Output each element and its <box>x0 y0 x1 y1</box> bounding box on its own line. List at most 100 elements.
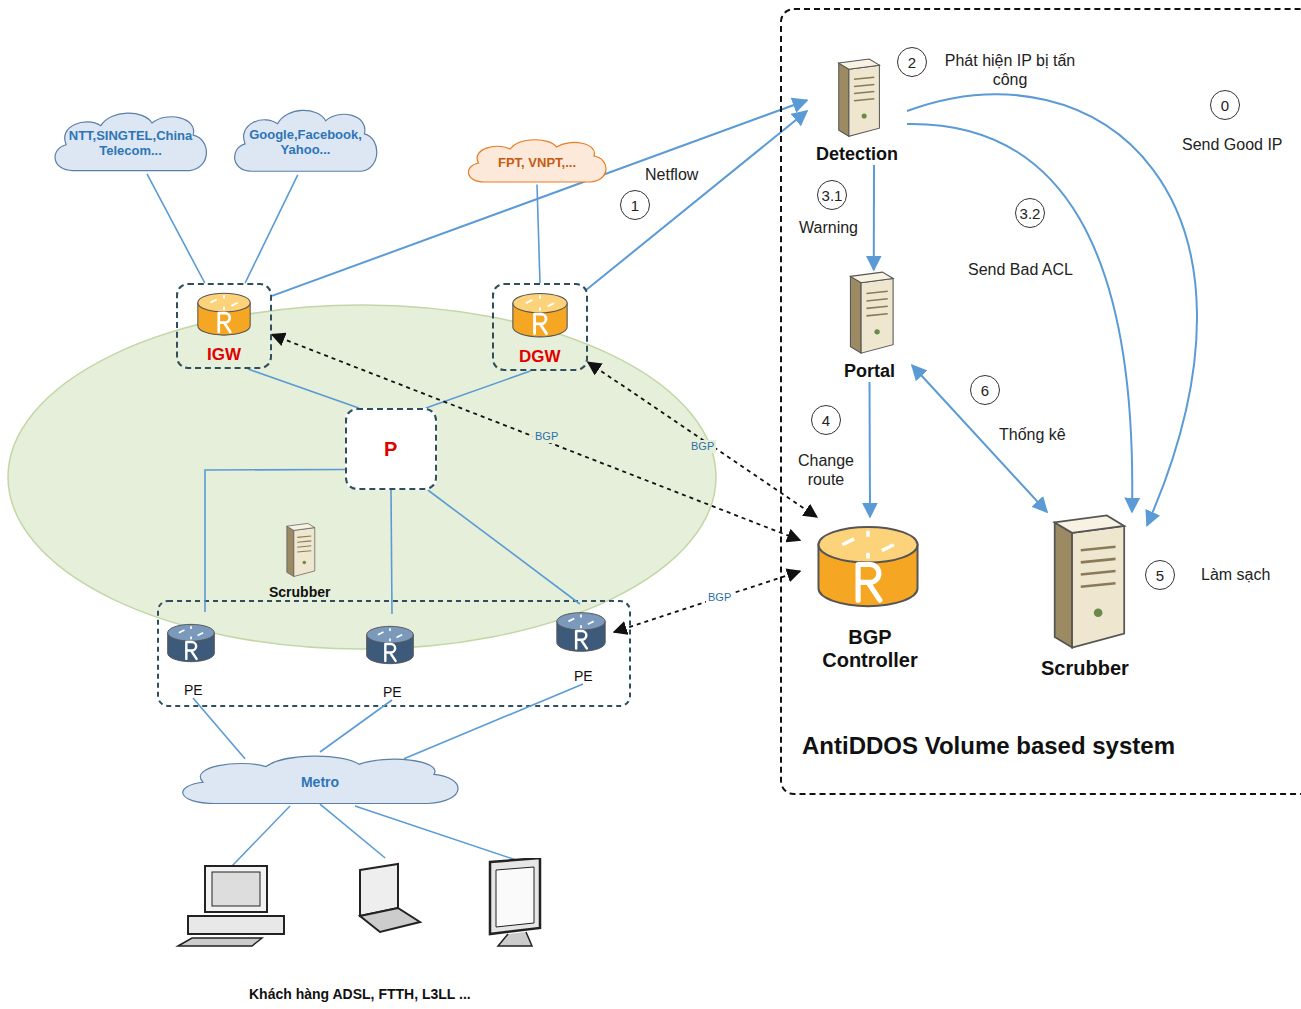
server-slot <box>1081 559 1116 562</box>
server-slot <box>297 536 311 537</box>
network-link <box>404 684 583 759</box>
server-side <box>287 526 294 576</box>
monitor <box>490 858 540 934</box>
cloud-shape <box>183 756 458 803</box>
server-slot <box>297 546 311 547</box>
server-slot <box>854 77 874 79</box>
server-slot <box>1081 547 1116 550</box>
server-slot <box>866 314 887 316</box>
router-node: DGW <box>492 283 588 371</box>
router-icon <box>552 604 610 662</box>
flow-arrow <box>907 94 1197 525</box>
node-label: BGP Controller <box>810 626 930 672</box>
bgp-session <box>272 335 800 541</box>
server-slot <box>866 291 887 293</box>
router-icon <box>800 517 936 620</box>
node-label: AntiDDOS Volume based system <box>802 732 1175 760</box>
cloud-shape <box>55 113 206 170</box>
router-glyph <box>186 642 196 659</box>
server-front <box>294 528 315 577</box>
server-top <box>839 59 880 69</box>
router-icon <box>185 288 263 342</box>
node-label: Scrubber <box>1041 657 1129 680</box>
node-label: PE <box>574 668 593 684</box>
cloud-node: FPT, VNPT,... <box>462 136 612 186</box>
network-link <box>320 804 385 858</box>
edge-label: Warning <box>797 218 860 237</box>
callout-number: 3.1 <box>817 180 847 210</box>
callout-number: 2 <box>897 47 927 77</box>
network-link <box>320 700 392 752</box>
pe-group-frame <box>158 601 630 706</box>
router-node: IGW <box>176 283 272 369</box>
monitor-stand <box>498 932 532 946</box>
node-label: Khách hàng ADSL, FTTH, L3LL ... <box>249 986 471 1002</box>
node-label: Portal <box>844 361 895 382</box>
router-node: PE <box>362 614 422 700</box>
cloud-shape <box>468 140 606 182</box>
server-front <box>1072 526 1124 648</box>
callout-number: 5 <box>1145 560 1175 590</box>
router-top <box>818 527 917 563</box>
node-label: PE <box>184 682 203 698</box>
node-label: PE <box>383 684 402 700</box>
router-arrows <box>378 628 402 641</box>
screen <box>212 872 260 906</box>
network-link <box>428 490 580 604</box>
network-link <box>248 369 359 408</box>
server-slot <box>854 84 874 86</box>
pc-case <box>188 916 284 934</box>
router-top <box>168 624 215 641</box>
network-link <box>426 371 530 408</box>
server-node: Portal <box>827 270 912 382</box>
monitor <box>205 866 267 912</box>
server-led <box>874 329 879 334</box>
server-led <box>862 113 867 118</box>
cloud-node: NTT,SINGTEL,China Telecom... <box>48 108 213 176</box>
router-arrows <box>568 615 593 629</box>
customer-devices <box>150 858 570 958</box>
system-region: AntiDDOS Volume based systemDetectionPor… <box>780 8 1301 795</box>
node-label: FPT, VNPT,... <box>477 156 597 171</box>
edge-label: BGP <box>706 591 733 604</box>
server-slot <box>297 541 311 542</box>
router-glyph <box>576 631 587 648</box>
core-network-area <box>8 305 716 649</box>
flow-arrow <box>873 165 875 270</box>
router-glyph <box>858 565 880 601</box>
router-top <box>198 293 250 312</box>
server-led <box>1094 608 1103 617</box>
callout-number: 3.2 <box>1015 198 1045 228</box>
bgp-session <box>588 362 817 517</box>
edge-label: Thống kê <box>997 425 1068 444</box>
server-icon <box>807 57 903 138</box>
flow-arrow <box>586 111 807 290</box>
edge-label: BGP <box>689 440 716 453</box>
server-top <box>850 272 893 283</box>
router-top <box>367 626 414 643</box>
router-icon <box>501 288 579 344</box>
screen <box>496 867 534 927</box>
router-glyph <box>385 644 395 661</box>
network-link <box>193 698 245 759</box>
router-node: PE <box>552 604 614 684</box>
callout-number: 6 <box>970 375 1000 405</box>
network-link <box>391 490 392 614</box>
note-label: Phát hiện IP bị tấn công <box>935 51 1085 89</box>
server-top <box>287 523 315 530</box>
callout-number: 0 <box>1210 90 1240 120</box>
server-slot <box>866 306 887 308</box>
router-top <box>513 293 567 313</box>
edge-label: BGP <box>533 430 560 443</box>
callout-number: 4 <box>811 405 841 435</box>
laptop-base <box>360 908 420 932</box>
flow-arrow <box>869 382 872 517</box>
node-label: Google,Facebook, Yahoo... <box>243 128 368 158</box>
server-slot <box>854 99 874 101</box>
router-node: PE <box>163 612 223 698</box>
plain-node: P <box>345 408 437 490</box>
server-slot <box>297 551 311 552</box>
server-node: Scrubber <box>1022 512 1147 680</box>
server-icon <box>255 522 341 578</box>
